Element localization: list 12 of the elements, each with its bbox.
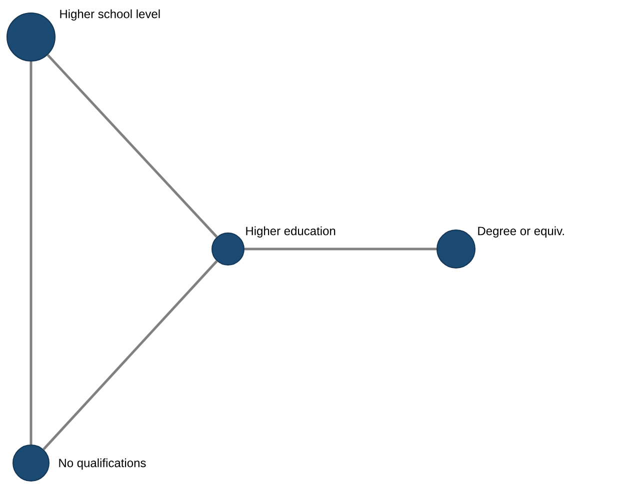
- node-label: No qualifications: [59, 458, 146, 470]
- node-circle: [12, 444, 50, 482]
- node-circle: [6, 12, 56, 62]
- edge-line: [30, 62, 32, 444]
- edge-line: [244, 248, 436, 250]
- node-label: Degree or equiv.: [478, 226, 564, 238]
- node-circle: [212, 232, 244, 266]
- node-label: Higher education: [246, 226, 336, 238]
- node-label: Higher school level: [60, 9, 160, 21]
- edge-line: [46, 54, 218, 238]
- node-circle: [436, 230, 476, 268]
- edge-line: [42, 260, 218, 450]
